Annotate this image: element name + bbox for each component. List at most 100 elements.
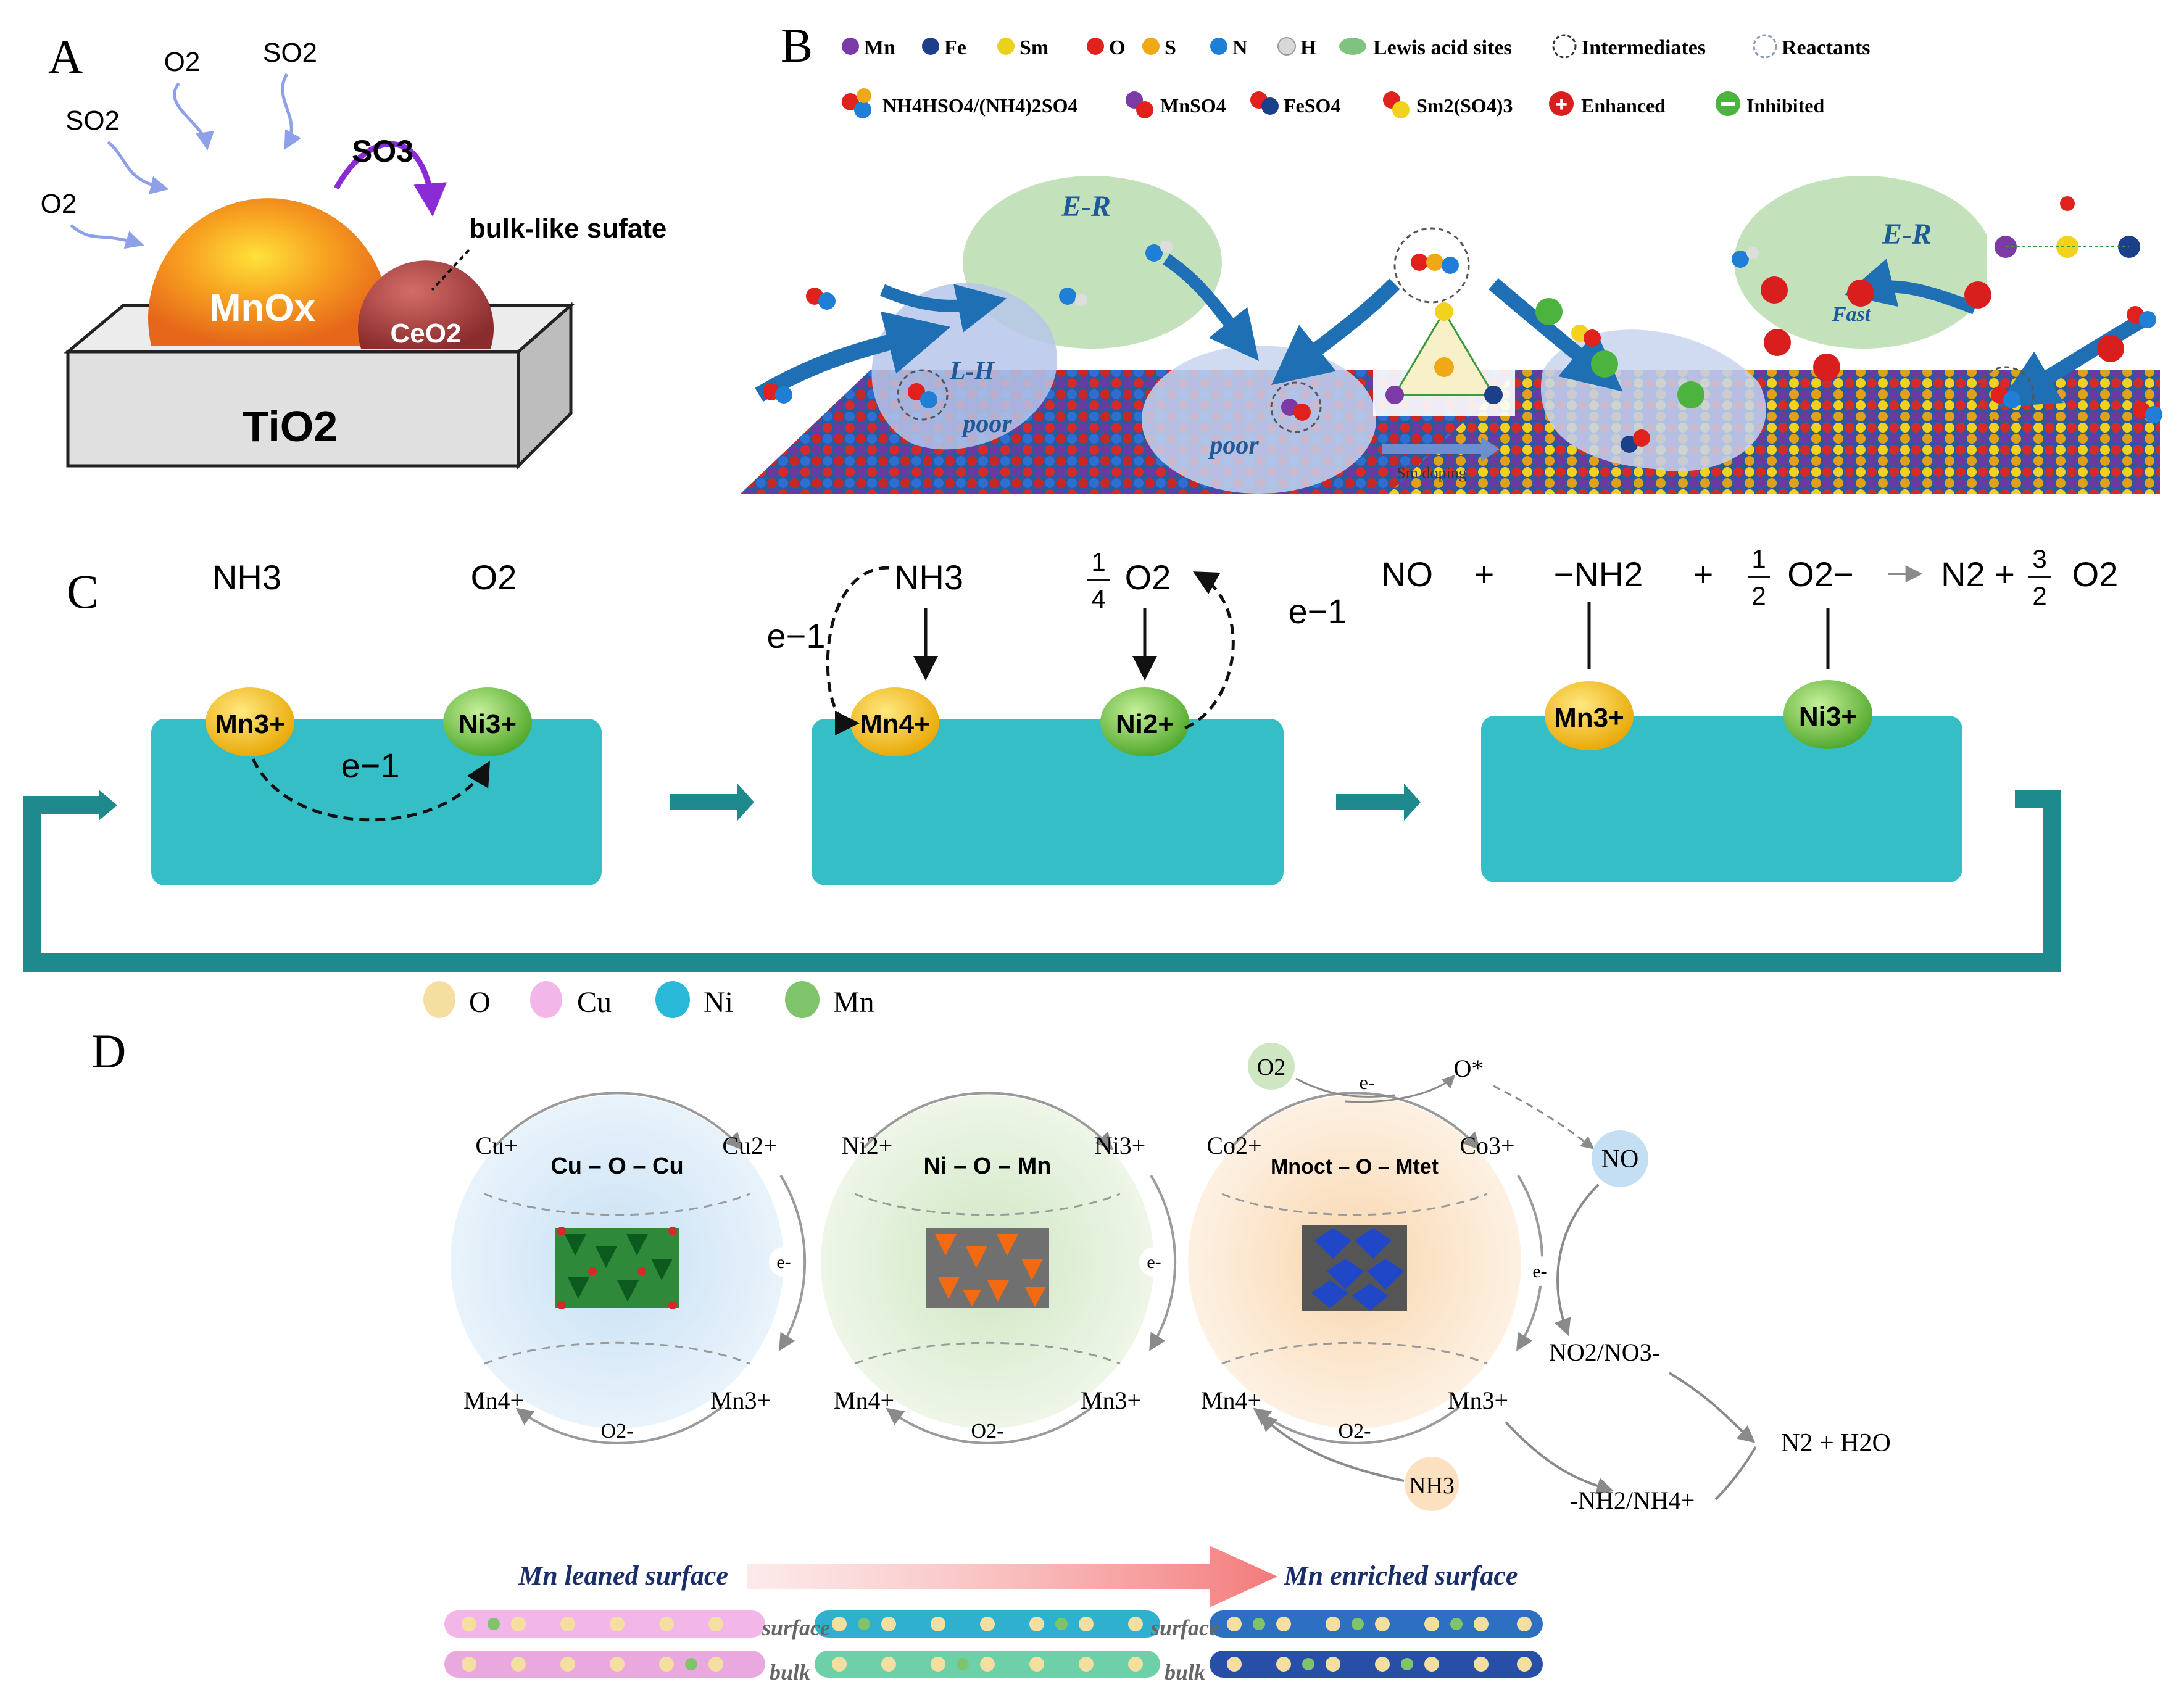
step-2-frac-den: 4	[1091, 584, 1105, 613]
legend-item: Mn	[864, 36, 895, 59]
n-atom	[1145, 244, 1163, 262]
panel-b: B Mn Fe Sm O S N H Lewis acid sites Inte…	[741, 19, 2162, 494]
o-atom-icon	[1087, 38, 1104, 55]
flow-arrow	[1489, 278, 1623, 392]
flow-arrow	[755, 311, 951, 402]
gas-o2-left: O2	[41, 189, 77, 219]
bulk-label-1: bulk	[770, 1660, 810, 1684]
mn-legend-swatch	[785, 981, 820, 1018]
circle-br: Mn3+	[1448, 1386, 1508, 1414]
no2-no3-label: NO2/NO3-	[1549, 1338, 1660, 1366]
inset-o-atom	[2060, 196, 2075, 211]
step-2-o2: O2	[1125, 558, 1171, 597]
nh2-nh4-label: -NH2/NH4+	[1570, 1486, 1695, 1514]
legend-item: Sm2(SO4)3	[1416, 94, 1513, 117]
eq-32-num: 3	[2032, 544, 2046, 573]
o2-bubble	[1248, 1043, 1295, 1090]
eq-o2-minus: O2−	[1787, 555, 1853, 594]
o-atom	[1633, 429, 1650, 447]
cycle-arc	[1149, 1174, 1177, 1351]
o-star-label: O*	[1454, 1055, 1484, 1082]
bulk-label: bulk-like sufate	[469, 213, 666, 244]
electron-loop-right	[1184, 571, 1235, 730]
step-2-frac-num: 1	[1091, 547, 1105, 576]
mnso4-icon	[1136, 101, 1153, 118]
legend-item: Intermediates	[1581, 36, 1706, 59]
step-1-mn-label: Mn3+	[215, 709, 285, 739]
legend-item: MnSO4	[1160, 94, 1226, 117]
gas-so2-left: SO2	[65, 106, 120, 136]
circle-bottom: O2-	[601, 1420, 634, 1443]
bond-label: Ni – O – Mn	[924, 1153, 1052, 1179]
step-1-mn-site	[206, 687, 294, 756]
intermediates-icon	[1552, 34, 1577, 59]
circle-tr: Ni3+	[1095, 1132, 1146, 1159]
surface-label-2: surface	[1150, 1615, 1219, 1640]
enhanced-icon	[1847, 280, 1874, 307]
cu-surface-slab	[444, 1610, 765, 1638]
step-3-mn-site	[1545, 681, 1634, 750]
eq-o2: O2	[2072, 555, 2119, 594]
no-bubble	[1592, 1130, 1648, 1187]
panel-a-label: A	[48, 30, 83, 83]
inhibited-icon	[1591, 350, 1618, 378]
ni-legend-swatch	[655, 981, 690, 1018]
crystal-motif	[935, 1234, 1046, 1307]
n-atom	[1442, 257, 1459, 274]
inhibited-icon	[1677, 381, 1704, 408]
crystal-motif	[565, 1234, 673, 1302]
step-1-o2: O2	[471, 558, 517, 597]
flow-arrow	[880, 284, 1007, 333]
lh-label: L-H	[949, 357, 995, 386]
step-2-nh3: NH3	[894, 558, 963, 597]
plus-glyph: +	[1555, 93, 1567, 116]
mnox-particle	[147, 198, 389, 346]
fe-atom-icon	[922, 38, 939, 55]
circle-bottom: O2-	[1339, 1420, 1371, 1443]
n2-h2o-label: N2 + H2O	[1781, 1429, 1891, 1457]
oxygen-beads	[462, 1617, 1532, 1672]
bond-label: Mnoct – O – Mtet	[1271, 1155, 1439, 1179]
so3-arrow	[334, 141, 447, 217]
h-atom-icon	[1277, 37, 1296, 56]
o-atom	[1293, 404, 1311, 421]
redox-circle-cu: Cu+ Cu2+ Cu – O – Cu Mn4+ Mn3+ O2- e-	[451, 1092, 807, 1444]
n-atom	[818, 292, 836, 310]
lewis-acid-site-icon	[1339, 38, 1366, 55]
inset-mn-atom	[1385, 386, 1404, 404]
electron-transfer-arrow	[251, 758, 491, 822]
inset-sm-atom	[1435, 302, 1453, 321]
eq-half-den: 2	[1751, 581, 1766, 610]
legend-item: Reactants	[1782, 36, 1871, 59]
legend-item: Lewis acid sites	[1373, 36, 1512, 59]
redox-circle-ni: Ni2+ Ni3+ Ni – O – Mn Mn4+ Mn3+ O2- e-	[821, 1092, 1177, 1444]
legend-item: S	[1165, 36, 1176, 59]
sm-doping-arrow	[1382, 437, 1500, 462]
step-1-ni-site	[443, 687, 532, 756]
enhanced-icon	[1761, 276, 1788, 304]
gas-arrow	[107, 141, 169, 194]
nh4-sulfate-icon	[842, 93, 859, 110]
legend-row-1: Mn Fe Sm O S N H Lewis acid sites Interm…	[842, 34, 1871, 59]
nh4-sulfate-icon	[854, 101, 871, 118]
flow-arrow	[1271, 278, 1400, 385]
circle-bl: Mn4+	[463, 1386, 524, 1414]
circle-tl: Cu+	[475, 1132, 518, 1159]
sm-doping-label: Sm doping	[1397, 464, 1466, 482]
legend-mn: Mn	[833, 986, 874, 1019]
electron-badge	[1139, 1247, 1169, 1277]
legend-item: O	[1109, 36, 1125, 59]
legend-item: Fe	[944, 36, 966, 59]
molecule-clusters	[763, 227, 2162, 453]
step-3-ni-label: Ni3+	[1799, 702, 1857, 732]
gas-arrow	[281, 73, 302, 150]
dashed-arc	[1221, 1341, 1488, 1365]
poor-label-1: poor	[961, 410, 1012, 438]
bulk-label-2: bulk	[1165, 1660, 1205, 1684]
n-atom	[2003, 391, 2020, 408]
step-2-electron-right: e−1	[1289, 592, 1347, 631]
step-arrow-2	[1336, 784, 1421, 821]
enhanced-icon	[1764, 329, 1791, 356]
n-atom	[775, 386, 792, 404]
circle-tl: Ni2+	[842, 1132, 893, 1159]
